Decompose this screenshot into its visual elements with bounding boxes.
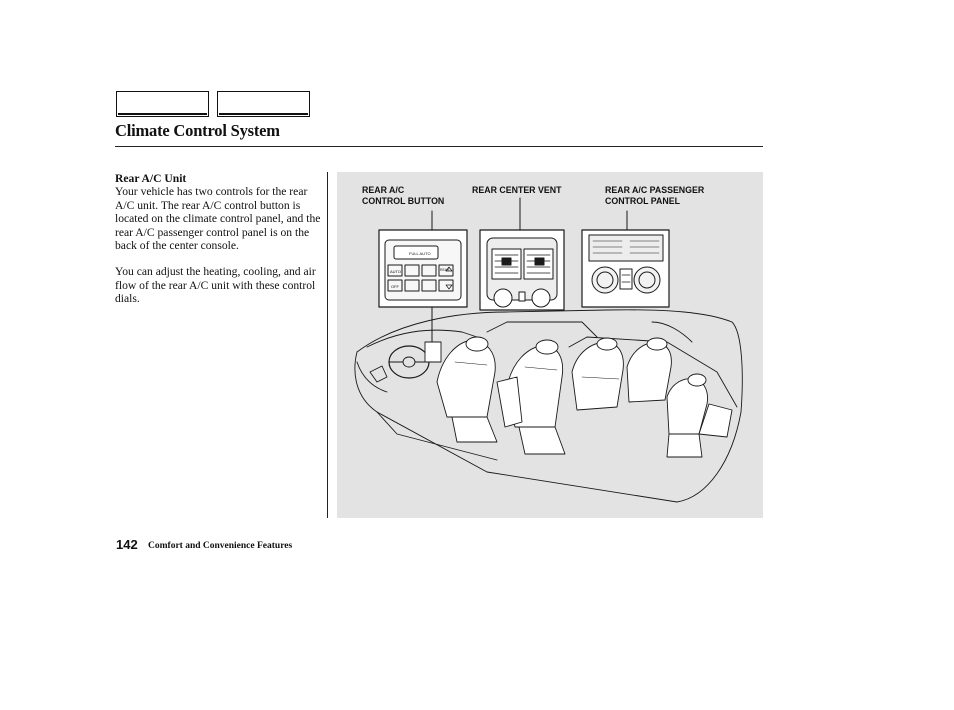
callout-rear-center-vent: REAR CENTER VENT <box>472 185 561 196</box>
paragraph-2: You can adjust the heating, cooling, and… <box>115 265 323 305</box>
page-number: 142 <box>116 537 138 552</box>
section-footer: Comfort and Convenience Features <box>148 541 292 551</box>
nav-tab-box-2[interactable] <box>217 91 310 117</box>
passenger-panel-inset <box>582 230 669 307</box>
climate-panel-inset: FULL AUTO AUTO REAR OFF <box>379 230 467 307</box>
callout-rear-ac-button: REAR A/C CONTROL BUTTON <box>362 185 444 206</box>
center-vent-inset <box>480 230 564 310</box>
paragraph-1: Your vehicle has two controls for the re… <box>115 185 323 252</box>
rear-button-label: REAR <box>440 268 450 272</box>
off-button-label: OFF <box>391 284 400 289</box>
cabin-drawing: FULL AUTO AUTO REAR OFF <box>337 172 763 518</box>
vehicle-interior <box>355 310 742 502</box>
auto-button-label: AUTO <box>390 269 401 274</box>
section-heading: Rear A/C Unit <box>115 172 323 185</box>
page-title: Climate Control System <box>115 121 280 141</box>
interior-illustration: FULL AUTO AUTO REAR OFF <box>337 172 763 518</box>
nav-tab-box-1[interactable] <box>116 91 209 117</box>
text-column: Rear A/C Unit Your vehicle has two contr… <box>115 172 323 319</box>
callout-rear-passenger-panel: REAR A/C PASSENGER CONTROL PANEL <box>605 185 704 206</box>
title-rule <box>115 146 763 147</box>
column-divider <box>327 172 328 518</box>
full-auto-label: FULL AUTO <box>409 251 431 256</box>
